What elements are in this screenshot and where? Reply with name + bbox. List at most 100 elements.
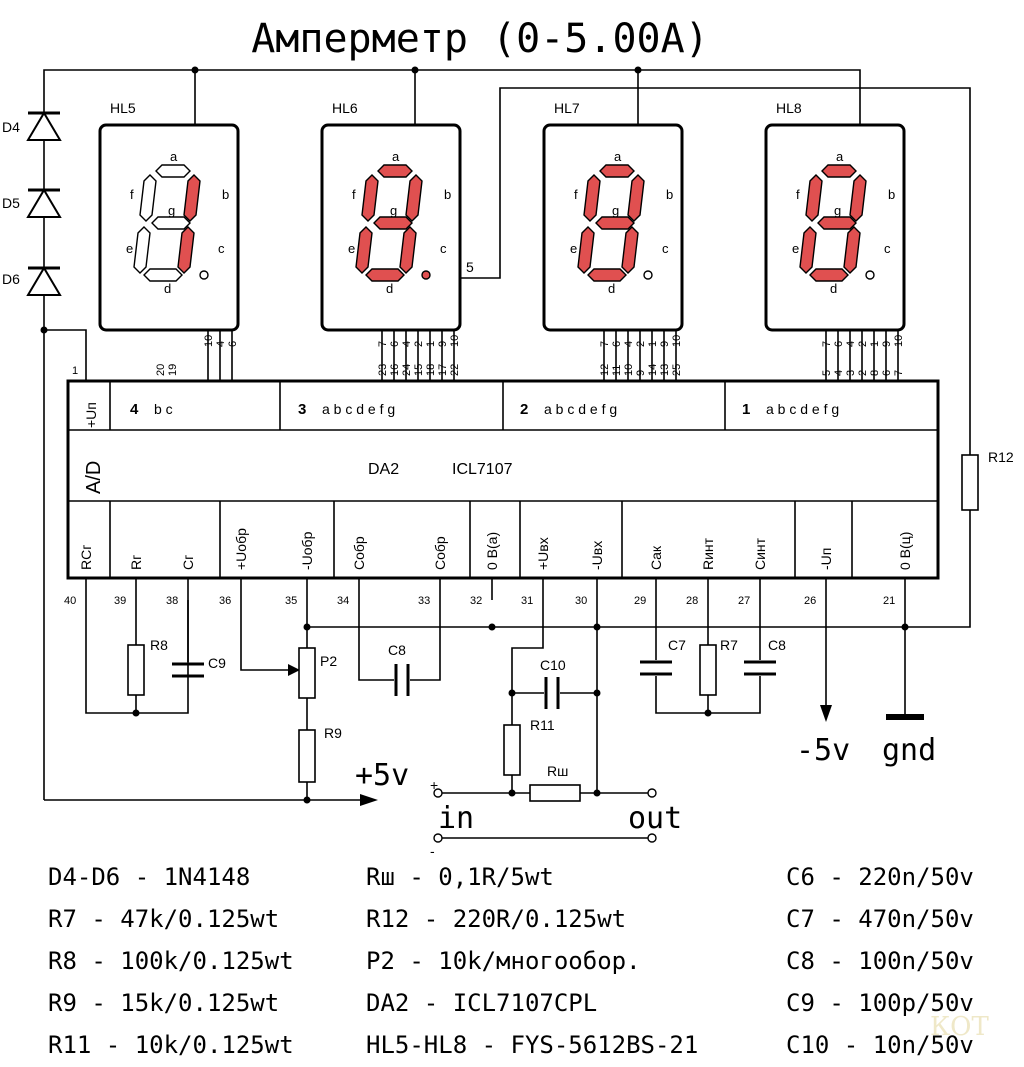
potentiometer-p2 — [298, 647, 316, 699]
ic-pin-number: 12 — [599, 364, 611, 376]
ic-pin-number: 27 — [738, 595, 750, 607]
segment-label: e — [570, 241, 577, 256]
digit-segments: b c — [154, 401, 173, 417]
segment-e — [799, 226, 817, 274]
ic-pin-label: -Uобр — [299, 531, 315, 570]
display-label: HL6 — [332, 100, 358, 116]
segment-e — [577, 226, 595, 274]
watermark: КОТ — [930, 1012, 989, 1042]
ic-pin-number: 4 — [833, 370, 845, 376]
segment-label: b — [222, 187, 229, 202]
segment-g — [373, 216, 413, 230]
segment-label: e — [348, 241, 355, 256]
bom-line: DA2 - ICL7107CPL — [366, 989, 597, 1017]
schematic-title: Амперметр (0-5.00A) — [251, 16, 709, 62]
plus5v-label: +5v — [355, 758, 409, 793]
ic-pin-number: 19 — [167, 364, 179, 376]
segment-a — [599, 164, 635, 178]
pin-number: 10 — [671, 335, 683, 347]
segment-label: g — [834, 203, 841, 218]
ic-pin-number: 21 — [883, 595, 895, 607]
segment-label: c — [440, 241, 447, 256]
segment-label: b — [444, 187, 451, 202]
ic-pin-number: 36 — [219, 595, 231, 607]
ic-pin-label: Cобр — [351, 536, 367, 570]
svg-text:C8: C8 — [388, 642, 406, 658]
dp-net-label: 5 — [466, 259, 474, 275]
svg-text:R8: R8 — [150, 637, 168, 653]
pin-number: 6 — [227, 341, 239, 347]
bom-line: D4-D6 - 1N4148 — [48, 863, 250, 891]
segment-label: b — [666, 187, 673, 202]
segment-label: f — [352, 187, 356, 202]
segment-g — [817, 216, 857, 230]
arrow-icon — [360, 794, 378, 806]
pin-number: 6 — [833, 341, 845, 347]
pin-number: 4 — [215, 341, 227, 347]
ic-pin-number: 3 — [845, 370, 857, 376]
segment-label: c — [662, 241, 669, 256]
in-label: in — [438, 801, 474, 836]
segment-a — [821, 164, 857, 178]
segment-a — [155, 164, 191, 178]
ic-pin-number: 10 — [623, 364, 635, 376]
terminal-out-minus — [647, 833, 657, 843]
ic-pin-number: 33 — [418, 595, 430, 607]
ic-pin-label: -Uвх — [589, 541, 605, 570]
segment-label: d — [164, 281, 171, 296]
ic-pin-label: -Uп — [818, 548, 834, 570]
ic-pin-number: 15 — [413, 364, 425, 376]
resistor-r9 — [298, 729, 316, 783]
ic-pin-number: 18 — [425, 364, 437, 376]
ic-pin-label: Rг — [128, 555, 144, 570]
pin-number: 9 — [659, 341, 671, 347]
ic-pin-number: 24 — [401, 364, 413, 376]
junction — [634, 66, 642, 74]
ic-pin-number: 17 — [437, 364, 449, 376]
bus-wire — [43, 69, 861, 125]
segment-a — [377, 164, 413, 178]
segment-label: g — [612, 203, 619, 218]
segment-b — [183, 174, 201, 222]
segment-label: f — [130, 187, 134, 202]
segment-label: f — [796, 187, 800, 202]
bom-line: R7 - 47k/0.125wt — [48, 905, 279, 933]
bom-line: Rш - 0,1R/5wt — [366, 863, 554, 891]
ic-pin-number: 6 — [881, 370, 893, 376]
svg-text:R7: R7 — [720, 637, 738, 653]
digit-segments: a b c d e f g — [322, 401, 395, 417]
svg-text:D5: D5 — [2, 195, 20, 211]
pin-number: 1 — [647, 341, 659, 347]
display-label: HL7 — [554, 100, 580, 116]
pin-number: 9 — [437, 341, 449, 347]
ic-pin-number: 32 — [470, 595, 482, 607]
segment-e — [355, 226, 373, 274]
segment-f — [583, 174, 601, 222]
resistor-r7 — [699, 644, 717, 696]
ic-pin-number: 40 — [64, 595, 76, 607]
digit-number: 2 — [520, 401, 528, 418]
segment-label: a — [392, 149, 400, 164]
ic-part: ICL7107 — [452, 461, 513, 478]
gnd-label: gnd — [882, 733, 936, 768]
shunt-resistor — [529, 784, 581, 802]
segment-label: a — [614, 149, 622, 164]
ic-pin-number: 39 — [114, 595, 126, 607]
ic-pin-label: 0 B(ц) — [897, 532, 913, 570]
ic-pin-number: 16 — [389, 364, 401, 376]
bom-line: C10 - 10n/50v — [786, 1031, 974, 1059]
ic-pin-number: 8 — [869, 370, 881, 376]
diode-d6: D6 — [2, 266, 62, 296]
dp-net-wire — [460, 87, 971, 455]
ic-pin-number: 13 — [659, 364, 671, 376]
digit-number: 3 — [298, 401, 306, 418]
ic-pin-number: 29 — [634, 595, 646, 607]
bom-line: C6 - 220n/50v — [786, 863, 974, 891]
resistor-r8 — [127, 644, 145, 696]
bom-line: C7 - 470n/50v — [786, 905, 974, 933]
